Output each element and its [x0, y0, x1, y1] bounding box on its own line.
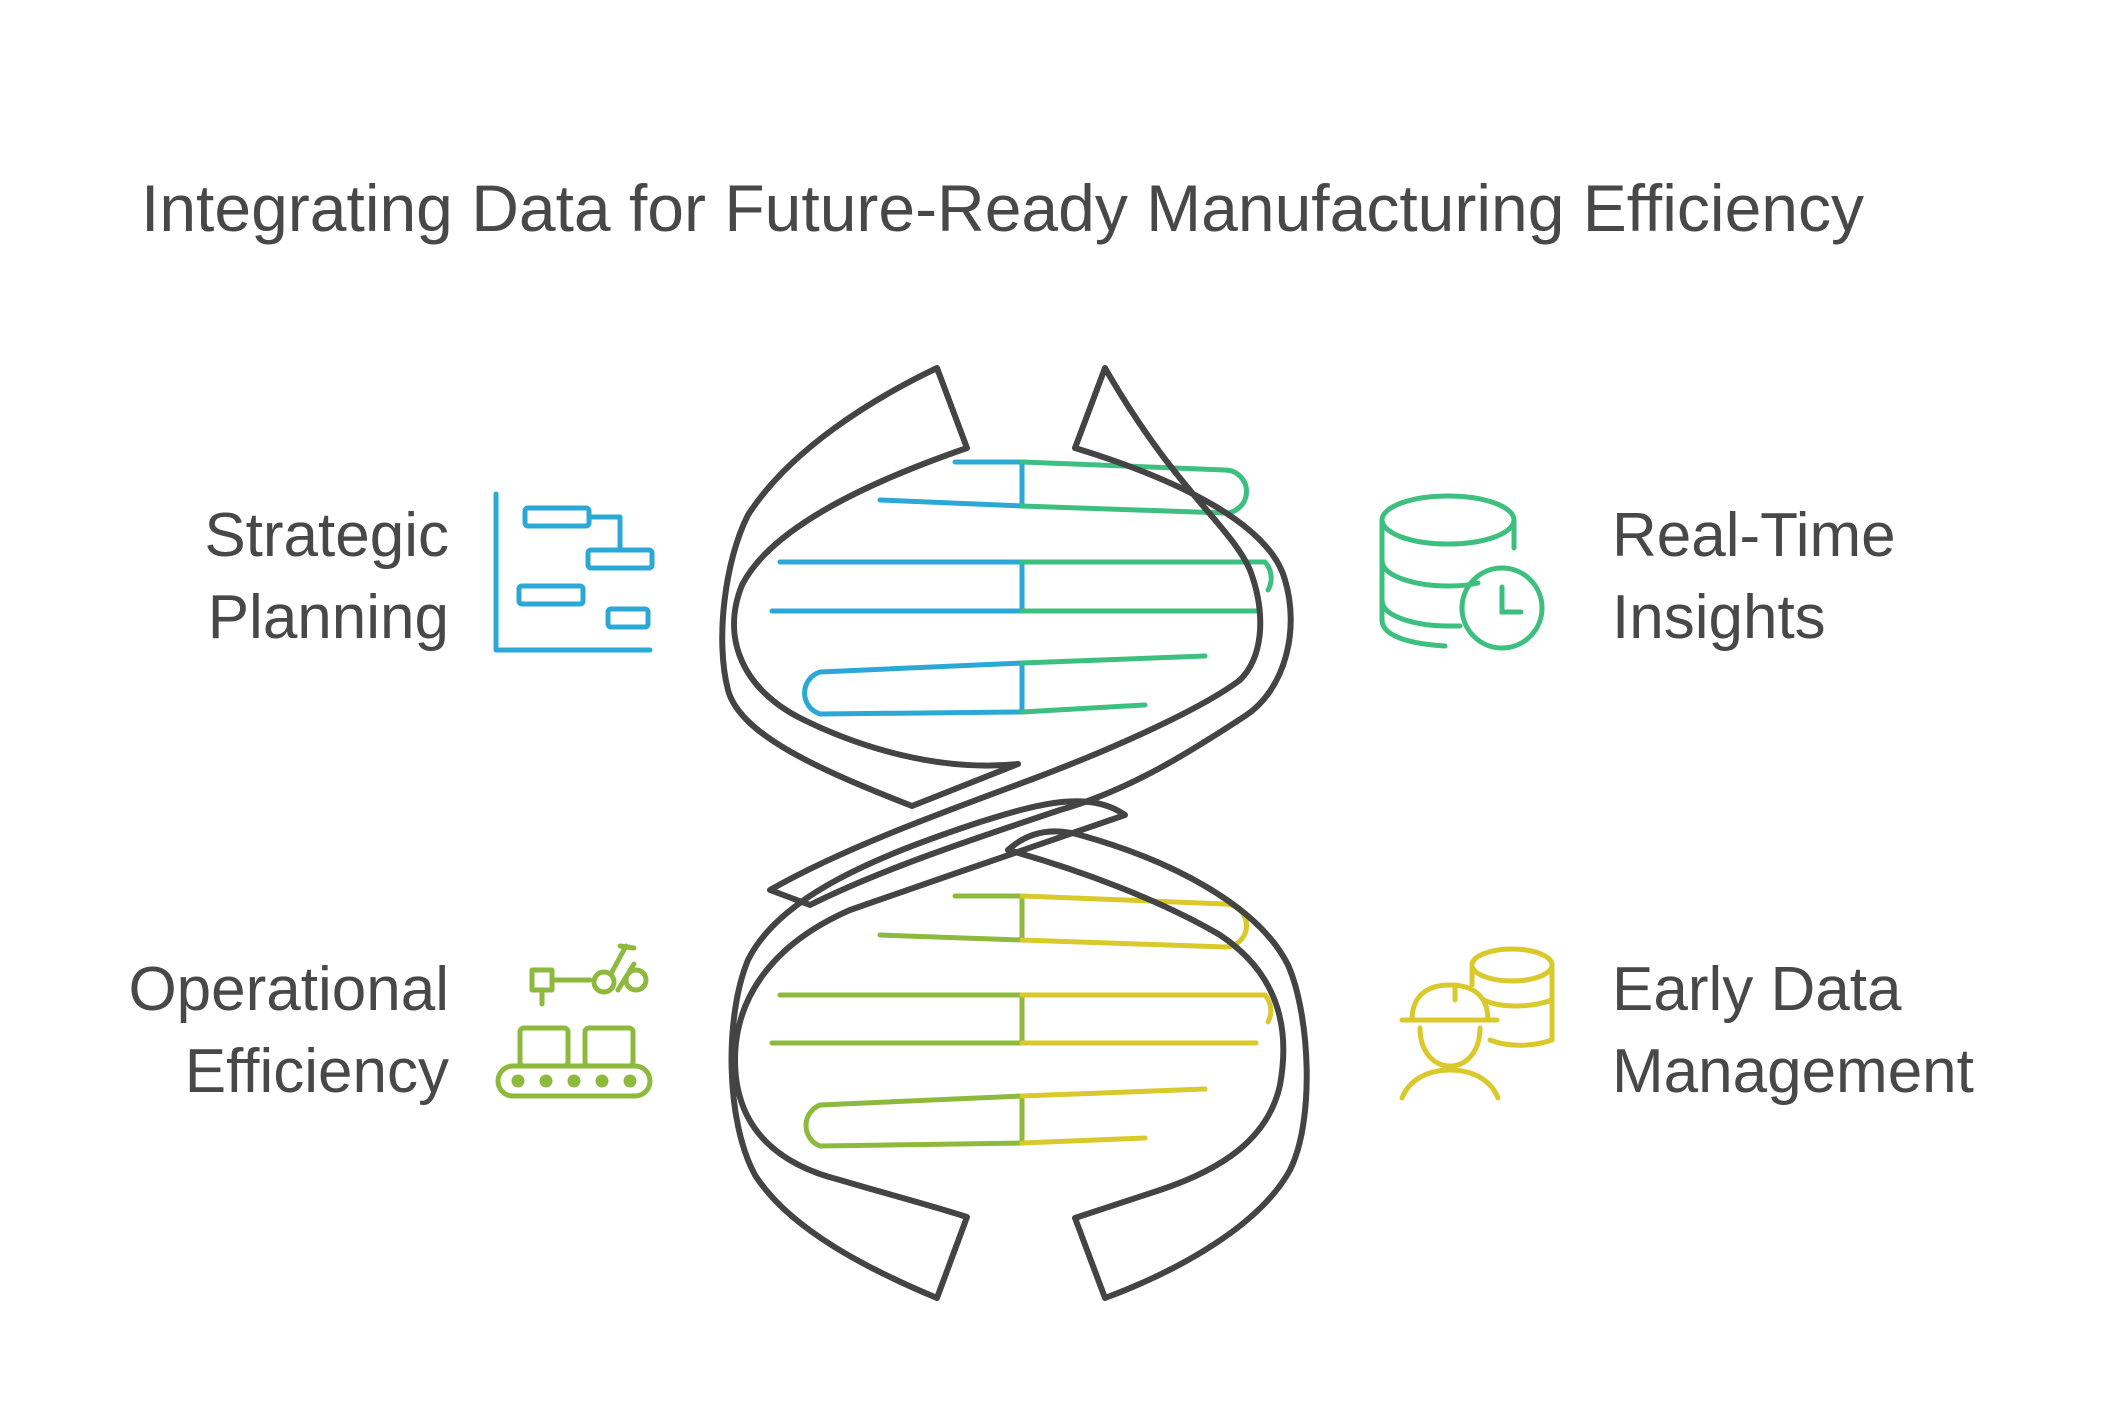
label-early-data-management-line1: Early Data [1612, 955, 1902, 1024]
worker-database-icon [1399, 946, 1555, 1101]
rung-bottom-3-left [803, 1093, 1025, 1149]
label-real-time-insights-line2: Insights [1612, 583, 1826, 652]
rung-bottom-3-right [1019, 1086, 1208, 1146]
strand-upper-left [719, 365, 1021, 809]
label-strategic-planning-line2: Planning [207, 583, 449, 652]
database-clock-icon [1379, 493, 1545, 651]
label-real-time-insights-line1: Real-Time [1612, 501, 1896, 570]
label-early-data-management: Early Data Management [1612, 949, 1974, 1113]
rung-top-1-left [877, 459, 1025, 509]
rung-top-3-right [1019, 653, 1208, 715]
rung-top-2-left [769, 559, 1025, 614]
rung-top-2-right [1019, 559, 1274, 614]
diagram-title: Integrating Data for Future-Ready Manufa… [141, 171, 1864, 245]
label-strategic-planning-line1: Strategic [204, 501, 449, 570]
rung-bottom-1-right [1019, 893, 1249, 950]
label-strategic-planning: Strategic Planning [204, 495, 449, 659]
strand-upper-right [767, 365, 1294, 908]
gantt-chart-icon [493, 491, 655, 653]
label-early-data-management-line2: Management [1612, 1037, 1974, 1106]
label-real-time-insights: Real-Time Insights [1612, 495, 1896, 659]
rung-top-3-left [802, 660, 1025, 717]
rung-bottom-2-right [1019, 992, 1274, 1046]
robot-arm-conveyor-icon [495, 943, 653, 1099]
label-operational-efficiency-line2: Efficiency [184, 1037, 449, 1106]
label-operational-efficiency-line1: Operational [128, 955, 449, 1024]
strand-lower-right [1005, 828, 1310, 1301]
rung-bottom-1-left [877, 893, 1025, 943]
label-operational-efficiency: Operational Efficiency [128, 949, 449, 1113]
rungs-bottom [769, 893, 1274, 1149]
rung-bottom-2-left [769, 992, 1025, 1046]
rung-top-1-right [1019, 459, 1249, 516]
helix-strands [719, 365, 1310, 1301]
rungs-top [769, 459, 1274, 717]
strand-lower-left [728, 798, 1128, 1301]
